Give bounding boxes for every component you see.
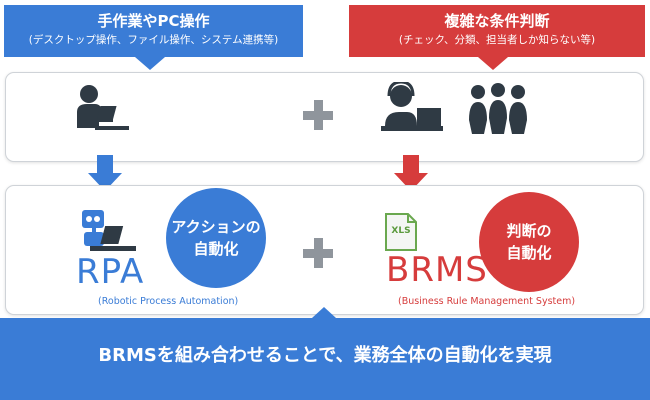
manual-work-callout: 手作業やPC操作 (デスクトップ操作、ファイル操作、システム連携等): [4, 5, 303, 57]
operator-icon: [381, 82, 443, 131]
arrow-down-blue-icon: [88, 155, 122, 191]
complex-judgment-pointer: [478, 57, 508, 70]
brms-label: BRMS: [386, 250, 488, 290]
conclusion-text: BRMSを組み合わせることで、業務全体の自動化を実現: [98, 345, 552, 366]
judgment-automation-line2: 自動化: [506, 244, 552, 262]
xls-file-icon: XLS: [384, 212, 418, 252]
banner-pointer: [312, 307, 336, 318]
complex-judgment-title: 複雑な条件判断: [444, 12, 550, 30]
conclusion-banner: BRMSを組み合わせることで、業務全体の自動化を実現: [0, 318, 650, 400]
rpa-full-name: (Robotic Process Automation): [98, 296, 239, 307]
judgment-automation-line1: 判断の: [506, 222, 552, 240]
team-icon: [469, 83, 527, 134]
judgment-automation-circle: 判断の 自動化: [479, 192, 579, 292]
manual-work-subtitle: (デスクトップ操作、ファイル操作、システム連携等): [28, 34, 279, 46]
action-automation-line2: 自動化: [193, 240, 239, 258]
pc-worker-icon: [77, 85, 129, 130]
manual-work-title: 手作業やPC操作: [97, 12, 210, 30]
brms-full-name: (Business Rule Management System): [398, 296, 576, 307]
action-automation-circle: アクションの 自動化: [166, 188, 266, 288]
complex-judgment-subtitle: (チェック、分類、担当者しか知らない等): [398, 34, 596, 46]
robot-pc-icon: [82, 210, 136, 251]
manual-work-pointer: [135, 57, 165, 70]
complex-judgment-callout: 複雑な条件判断 (チェック、分類、担当者しか知らない等): [349, 5, 645, 57]
arrow-down-red-icon: [394, 155, 428, 191]
xls-file-label: XLS: [391, 226, 411, 236]
action-automation-line1: アクションの: [171, 218, 261, 236]
rpa-label: RPA: [76, 252, 145, 292]
